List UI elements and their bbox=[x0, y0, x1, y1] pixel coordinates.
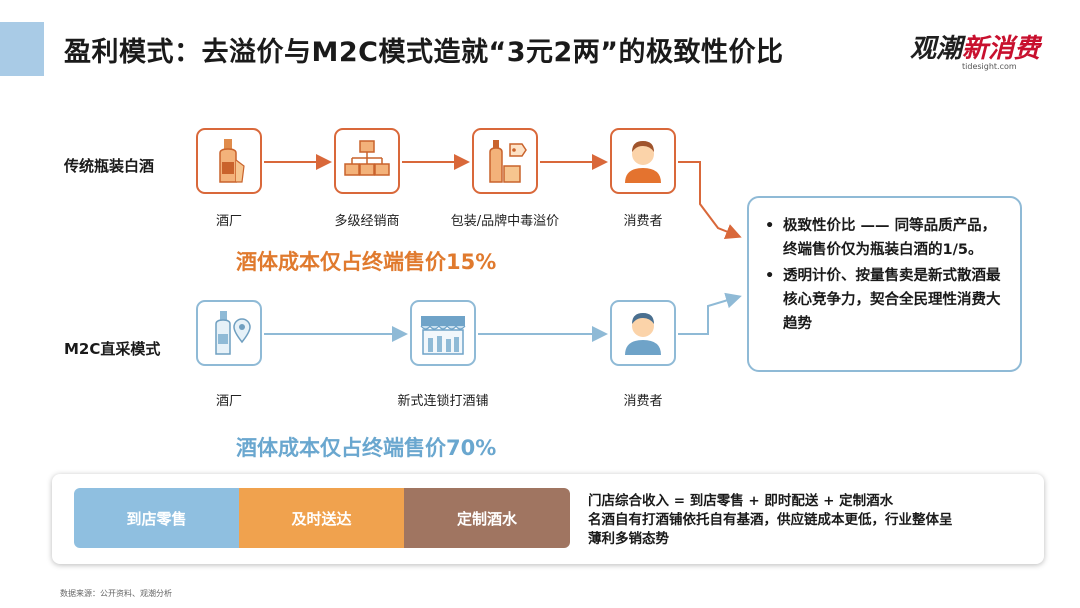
revenue-line-formula: 门店综合收入 = 到店零售 + 即时配送 + 定制酒水 bbox=[588, 493, 894, 509]
logo-highlight-text: 新消费 bbox=[962, 34, 1041, 64]
result-bullet-value: •极致性价比 —— 同等品质产品，终端售价仅为瓶装白酒的1/5。 bbox=[765, 218, 997, 258]
m2c-cost-ratio: 酒体成本仅占终端售价70% bbox=[236, 436, 497, 460]
arrow-consumer-to-result-top bbox=[678, 161, 742, 239]
m2c-consumer-node bbox=[610, 300, 676, 366]
result-summary-box: •极致性价比 —— 同等品质产品，终端售价仅为瓶装白酒的1/5。 •透明计价、按… bbox=[747, 196, 1022, 372]
logo-url-text: tidesight.com bbox=[962, 62, 1017, 71]
hierarchy-icon bbox=[344, 140, 390, 176]
logo-main-text: 观潮 bbox=[910, 34, 963, 64]
traditional-step-distributor: 多级经销商 bbox=[334, 214, 400, 229]
revenue-segment-custom: 定制酒水 bbox=[404, 488, 570, 548]
bottle-price-tag-icon bbox=[489, 140, 527, 183]
m2c-row-label: M2C直采模式 bbox=[64, 340, 161, 358]
revenue-segment-retail: 到店零售 bbox=[74, 488, 239, 548]
revenue-line-supply: 名酒自有打酒铺依托自有基酒，供应链成本更低，行业整体呈 bbox=[588, 512, 953, 528]
result-bullet-transparency-text: 透明计价、按量售卖是新式散酒最核心竞争力，契合全民理性消费大趋势 bbox=[783, 268, 1001, 332]
m2c-step-consumer: 消费者 bbox=[623, 394, 663, 409]
bottle-location-icon bbox=[215, 311, 251, 355]
storefront-icon bbox=[420, 316, 466, 355]
traditional-step-consumer: 消费者 bbox=[623, 214, 663, 229]
traditional-cost-ratio: 酒体成本仅占终端售价15% bbox=[236, 250, 497, 274]
consumer-person-icon bbox=[625, 141, 661, 183]
brand-logo: 观潮 新消费 tidesight.com bbox=[910, 34, 1041, 71]
title-accent-bar bbox=[0, 22, 44, 76]
traditional-row-label: 传统瓶装白酒 bbox=[64, 157, 155, 175]
data-source-note: 数据来源：公开资料、观潮分析 bbox=[60, 589, 172, 598]
consumer-person-icon bbox=[625, 313, 661, 355]
page-title: 盈利模式：去溢价与M2C模式造就“3元2两”的极致性价比 bbox=[64, 37, 784, 68]
traditional-distributor-node bbox=[334, 128, 400, 194]
m2c-step-store: 新式连锁打酒铺 bbox=[397, 394, 489, 409]
m2c-store-node bbox=[410, 300, 476, 366]
m2c-step-factory: 酒厂 bbox=[215, 394, 243, 409]
result-bullet-value-text: 极致性价比 —— 同等品质产品，终端售价仅为瓶装白酒的1/5。 bbox=[783, 218, 997, 258]
revenue-description: 门店综合收入 = 到店零售 + 即时配送 + 定制酒水 名酒自有打酒铺依托自有基… bbox=[588, 492, 953, 549]
revenue-panel: 到店零售 及时送达 定制酒水 bbox=[52, 474, 1044, 564]
revenue-line-trend: 薄利多销态势 bbox=[588, 531, 669, 547]
revenue-segment-delivery: 及时送达 bbox=[239, 488, 404, 548]
liquor-bottle-icon bbox=[219, 139, 245, 183]
traditional-factory-node bbox=[196, 128, 262, 194]
arrow-consumer-to-result-bottom bbox=[678, 292, 742, 335]
m2c-factory-node bbox=[196, 300, 262, 366]
traditional-consumer-node bbox=[610, 128, 676, 194]
traditional-packaging-node bbox=[472, 128, 538, 194]
traditional-step-packaging: 包装/品牌中毒溢价 bbox=[450, 214, 560, 229]
traditional-step-factory: 酒厂 bbox=[215, 214, 243, 229]
result-bullet-transparency: •透明计价、按量售卖是新式散酒最核心竞争力，契合全民理性消费大趋势 bbox=[765, 268, 1001, 332]
